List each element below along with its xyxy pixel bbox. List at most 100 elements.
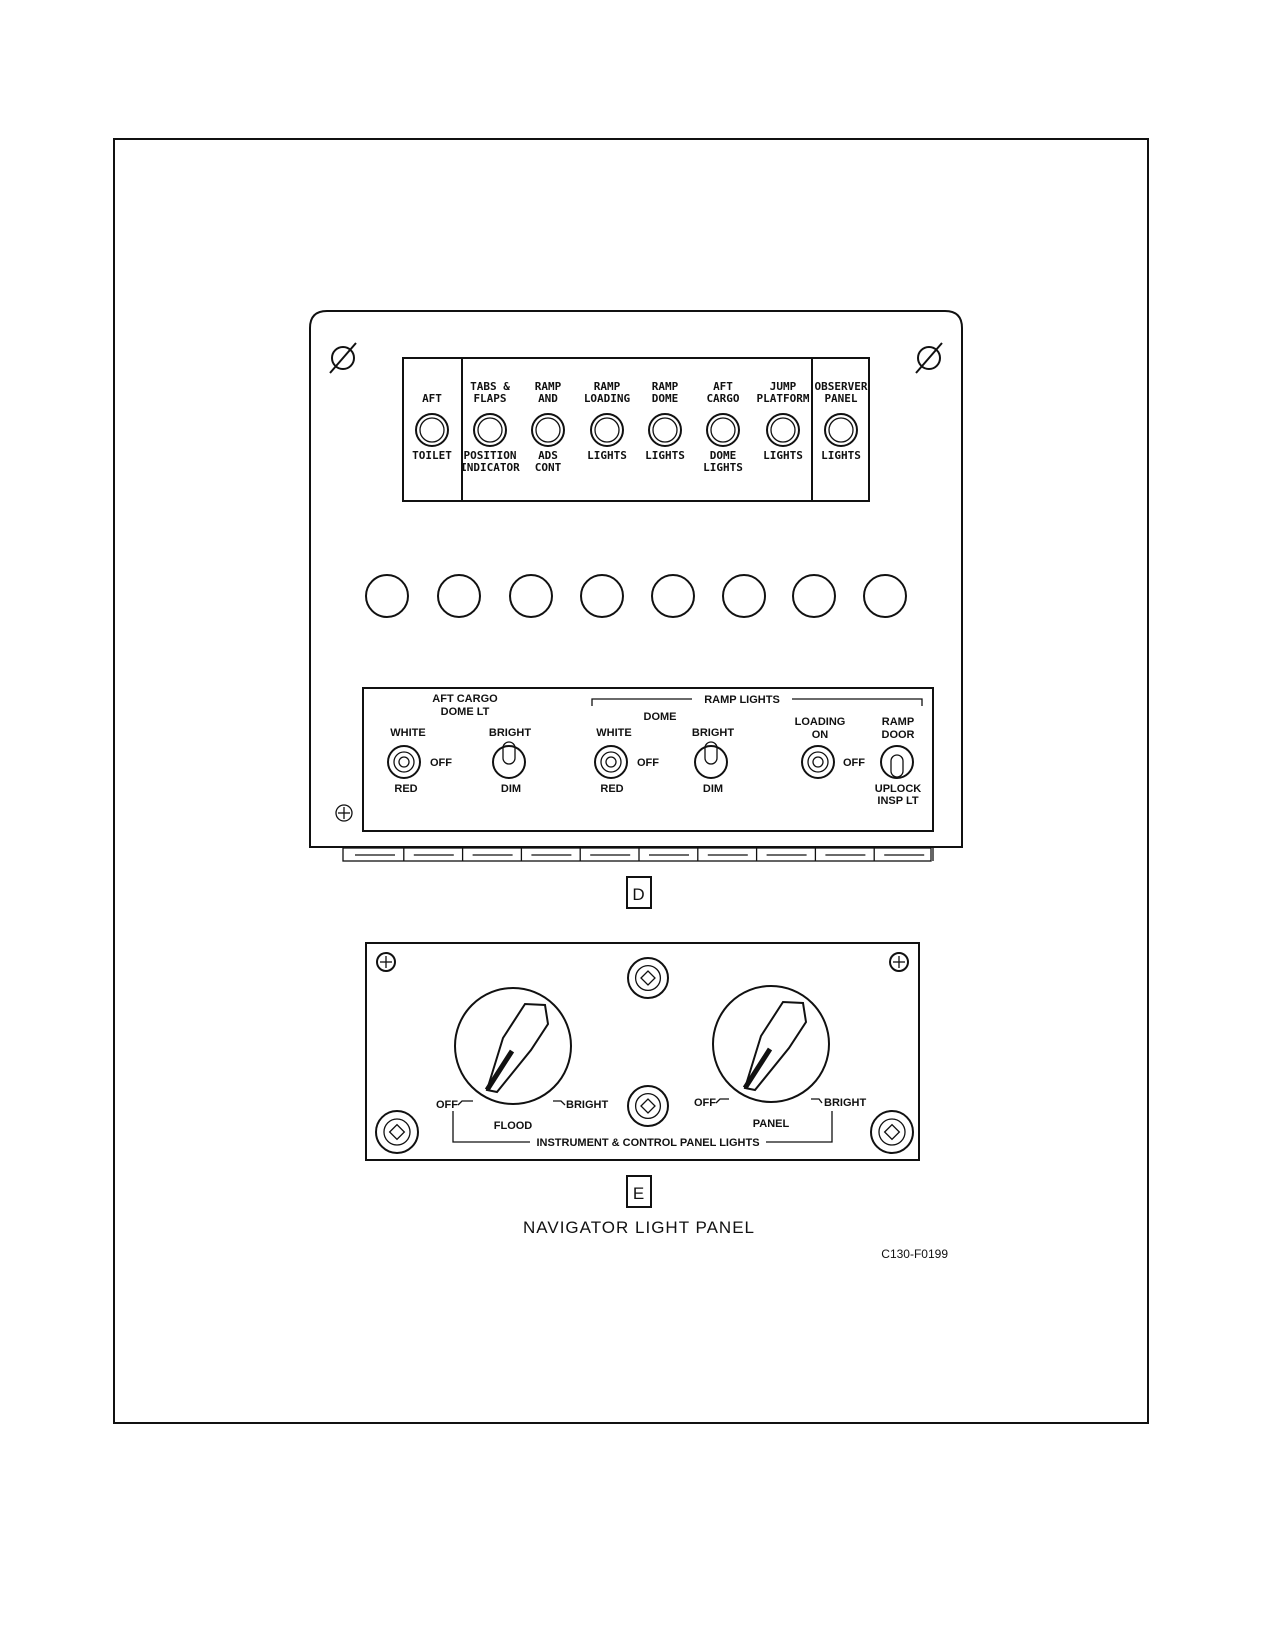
- aft-white-label: WHITE: [390, 727, 425, 739]
- aft-bright-label: BRIGHT: [489, 727, 531, 739]
- blank-lamp: [722, 574, 766, 618]
- ramp-door-label-line1: RAMP: [882, 716, 914, 728]
- ramp-lights-title: RAMP LIGHTS: [704, 694, 780, 706]
- large-fasteners: [375, 957, 914, 1154]
- annunciator-bottom-label: DOME: [710, 449, 737, 462]
- annunciator-top-label: JUMP: [770, 380, 797, 393]
- group-label: INSTRUMENT & CONTROL PANEL LIGHTS: [536, 1137, 759, 1149]
- annunciator-bottom-label: INDICATOR: [460, 461, 520, 474]
- flood-knob[interactable]: OFF BRIGHT FLOOD: [436, 987, 608, 1132]
- screw-icon: [376, 952, 396, 972]
- panel-off-label: OFF: [694, 1097, 716, 1109]
- dome-red-label: RED: [600, 783, 623, 795]
- loading-lights-switch[interactable]: LOADING ON OFF: [795, 716, 866, 779]
- flood-off-label: OFF: [436, 1099, 458, 1111]
- panel-knob[interactable]: OFF BRIGHT PANEL: [694, 985, 866, 1130]
- dome-bright-label: BRIGHT: [692, 727, 734, 739]
- panel-e: OFF BRIGHT FLOOD OFF BRIGHT PANEL INSTRU…: [365, 942, 920, 1208]
- screw-icon: [889, 952, 909, 972]
- hinge-strip: [342, 847, 932, 862]
- annunciator-top-label: RAMP: [652, 380, 679, 393]
- annunciator-top-label: AND: [538, 392, 558, 405]
- annunciator-top-label: DOME: [652, 392, 679, 405]
- aft-red-label: RED: [394, 783, 417, 795]
- annunciator-top-label: RAMP: [535, 380, 562, 393]
- dome-color-switch[interactable]: WHITE OFF RED: [594, 727, 659, 795]
- view-letter-d: D: [632, 885, 645, 904]
- large-fastener-icon: [627, 957, 669, 999]
- annunciator-bottom-label: TOILET: [412, 449, 452, 462]
- panel-d-body: [309, 310, 963, 848]
- panel-e-body: [365, 942, 920, 1161]
- hinge-segments: [355, 848, 934, 861]
- annunciator-strip: [402, 357, 870, 502]
- fastener-icon: [329, 342, 357, 374]
- dome-brightness-toggle[interactable]: BRIGHT DIM: [692, 727, 734, 795]
- figure-frame: [113, 138, 1149, 1424]
- blank-lamp: [509, 574, 553, 618]
- annunciator-top-label: CARGO: [706, 392, 739, 405]
- panel-label: PANEL: [753, 1118, 790, 1130]
- aft-cargo-title-line1: AFT CARGO: [432, 693, 498, 705]
- annunciator-top-label: TABS &: [470, 380, 510, 393]
- annunciator-top-label: OBSERVER: [815, 380, 868, 393]
- annunciator-lamp[interactable]: AFT TOILET: [412, 392, 452, 462]
- annunciator-bottom-label: LIGHTS: [703, 461, 743, 474]
- uplock-label-line1: UPLOCK: [875, 783, 922, 795]
- aft-dim-label: DIM: [501, 783, 521, 795]
- annunciator-top-label: AFT: [713, 380, 733, 393]
- annunciator-bottom-label: POSITION: [464, 449, 517, 462]
- flood-label: FLOOD: [494, 1120, 533, 1132]
- dome-dim-label: DIM: [703, 783, 723, 795]
- figure-caption: NAVIGATOR LIGHT PANEL: [523, 1218, 755, 1237]
- aft-off-label: OFF: [430, 757, 452, 769]
- figure-id: C130-F0199: [881, 1247, 948, 1261]
- loading-label-line2: ON: [812, 729, 829, 741]
- large-fastener-icon: [627, 1085, 669, 1127]
- annunciator-top-label: PLATFORM: [757, 392, 810, 405]
- switch-panel: [362, 687, 934, 832]
- blank-lamp-row: [365, 574, 907, 618]
- dome-label: DOME: [644, 711, 677, 723]
- group-bracket-left: [452, 1111, 530, 1143]
- annunciator-top-label: AFT: [422, 392, 442, 405]
- loading-off-label: OFF: [843, 757, 865, 769]
- uplock-label-line2: INSP LT: [877, 795, 918, 807]
- flood-bright-label: BRIGHT: [566, 1099, 608, 1111]
- fastener-icon: [915, 342, 943, 374]
- annunciator-bottom-label: LIGHTS: [821, 449, 861, 462]
- blank-lamp: [792, 574, 836, 618]
- annunciator-bottom-label: CONT: [535, 461, 562, 474]
- loading-label-line1: LOADING: [795, 716, 846, 728]
- view-letter-e-box: [626, 1175, 652, 1208]
- view-letter-e: E: [633, 1184, 645, 1203]
- ramp-door-label-line2: DOOR: [882, 729, 915, 741]
- aft-cargo-color-switch[interactable]: WHITE OFF RED: [387, 727, 452, 795]
- annunciator-bottom-label: LIGHTS: [587, 449, 627, 462]
- aft-cargo-brightness-toggle[interactable]: BRIGHT DIM: [489, 727, 531, 795]
- annunciator-bottom-label: LIGHTS: [763, 449, 803, 462]
- ramp-lights-bracket: RAMP LIGHTS DOME: [591, 694, 923, 723]
- dome-off-label: OFF: [637, 757, 659, 769]
- ramp-door-switch[interactable]: RAMP DOOR UPLOCK INSP LT: [875, 716, 922, 807]
- blank-lamp: [580, 574, 624, 618]
- annunciator-top-label: LOADING: [584, 392, 631, 405]
- panel-bright-label: BRIGHT: [824, 1097, 866, 1109]
- annunciator-top-label: FLAPS: [473, 392, 506, 405]
- annunciator-bottom-label: LIGHTS: [645, 449, 685, 462]
- annunciator-top-label: RAMP: [594, 380, 621, 393]
- blank-lamp: [651, 574, 695, 618]
- aft-cargo-title-line2: DOME LT: [441, 706, 490, 718]
- large-fastener-icon: [375, 1110, 419, 1154]
- annunciator-bottom-label: ADS: [538, 449, 558, 462]
